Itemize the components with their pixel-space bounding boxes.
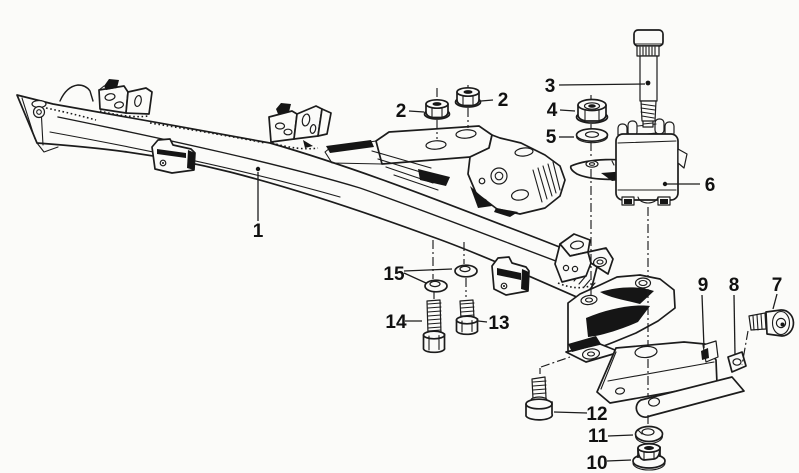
crossmember: [303, 125, 566, 217]
beam-bracket-tower-right: [554, 233, 614, 289]
callout-label-2-right: 2: [498, 90, 509, 111]
callout-labels: 1 2 2 3 4 5 6 7 8 9 10 11 12 13 14 15: [253, 76, 783, 473]
callout-label-5: 5: [546, 127, 557, 148]
beam-slotted-bracket-left: [151, 138, 196, 174]
callout-label-6: 6: [705, 175, 716, 196]
part-15-washers: [424, 264, 478, 293]
part-14-bolt: [422, 299, 446, 354]
callout-label-3: 3: [545, 76, 556, 97]
part-6-engine-mount: [615, 117, 688, 206]
callout-label-9: 9: [698, 275, 709, 296]
part-3-bolt: [633, 29, 664, 122]
callout-label-8: 8: [729, 275, 740, 296]
part-11-washer: [634, 425, 664, 445]
callout-label-4: 4: [547, 100, 558, 121]
part-12-bolt: [525, 376, 554, 421]
callout-label-1: 1: [253, 221, 264, 242]
beam-bracket-tower-left: [98, 79, 153, 118]
part-7-socket-bolt: [748, 309, 795, 337]
callout-label-15: 15: [383, 264, 405, 285]
callout-leaders: [255, 83, 778, 462]
callout-label-7: 7: [772, 275, 783, 296]
callout-label-13: 13: [488, 313, 509, 334]
callout-label-10: 10: [586, 453, 607, 473]
callout-label-11: 11: [588, 426, 609, 447]
part-5-washer: [575, 127, 609, 144]
beam-bracket-tower-mid: [268, 103, 332, 150]
part-2-nut-left: [423, 98, 451, 120]
part-13-bolt: [455, 299, 479, 336]
part-4-nut: [575, 98, 609, 124]
part-2-nut-right: [454, 86, 482, 108]
callout-label-14: 14: [385, 312, 407, 333]
beam-slotted-bracket-right: [491, 256, 530, 296]
part-10-nut: [632, 442, 666, 471]
assembly-axis-lines: [432, 85, 749, 426]
part-8-strip: [635, 351, 747, 419]
callout-label-2-left: 2: [396, 101, 407, 122]
callout-label-12: 12: [586, 404, 607, 425]
